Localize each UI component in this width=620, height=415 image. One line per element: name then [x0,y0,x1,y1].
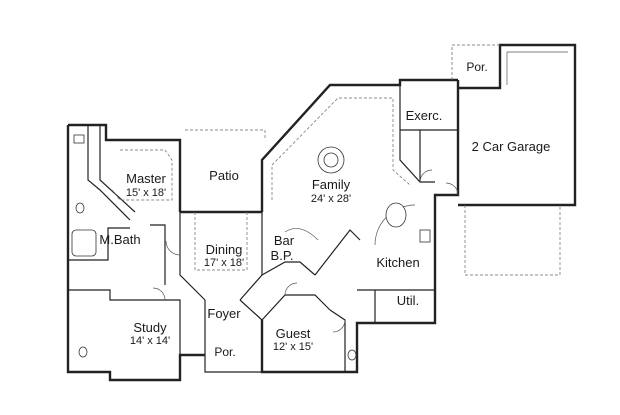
door-swing-icon [419,169,433,183]
dining-label: Dining [206,242,243,257]
exercise-label: Exerc. [406,108,443,123]
fixtures [71,51,568,361]
interior-walls [68,85,458,372]
toilet-icon [75,202,85,214]
door-swing-icon [284,282,298,296]
guest-size: 12' x 15' [273,341,313,353]
door-swing-icon [165,240,181,256]
kitchen-island-icon [385,202,407,228]
door-swing-icon [152,287,166,301]
bar-label: Bar [274,233,295,248]
door-swing-icon [332,319,346,333]
garage-porch-label: Por. [466,60,487,74]
kitchen-sink-icon [419,229,431,243]
bathtub-icon [71,229,97,257]
master-bath-label: M.Bath [99,232,140,247]
entry-porch-label: Por. [214,345,235,359]
ceiling-detail-lines [111,44,561,276]
patio-label: Patio [209,168,239,183]
room-labels: Master 15' x 18' Patio Family 24' x 28' … [99,60,550,359]
sink-icon [73,134,85,144]
family-label: Family [312,177,351,192]
butler-pantry-label: B.P. [271,248,294,263]
master-size: 15' x 18' [126,187,166,199]
foyer-label: Foyer [207,306,241,321]
family-medallion-inner-icon [323,152,339,168]
toilet-icon [347,349,357,361]
guest-label: Guest [276,326,311,341]
utility-label: Util. [397,293,419,308]
door-swing-icon [445,182,459,196]
door-swings [152,169,459,333]
bar-counter-arc [284,228,319,241]
study-size: 14' x 14' [130,335,170,347]
garage-label: 2 Car Garage [472,139,551,154]
family-size: 24' x 28' [311,193,351,205]
dining-size: 17' x 18' [204,257,244,269]
master-label: Master [126,171,166,186]
toilet-icon [78,346,88,358]
kitchen-label: Kitchen [376,255,419,270]
study-label: Study [133,320,167,335]
